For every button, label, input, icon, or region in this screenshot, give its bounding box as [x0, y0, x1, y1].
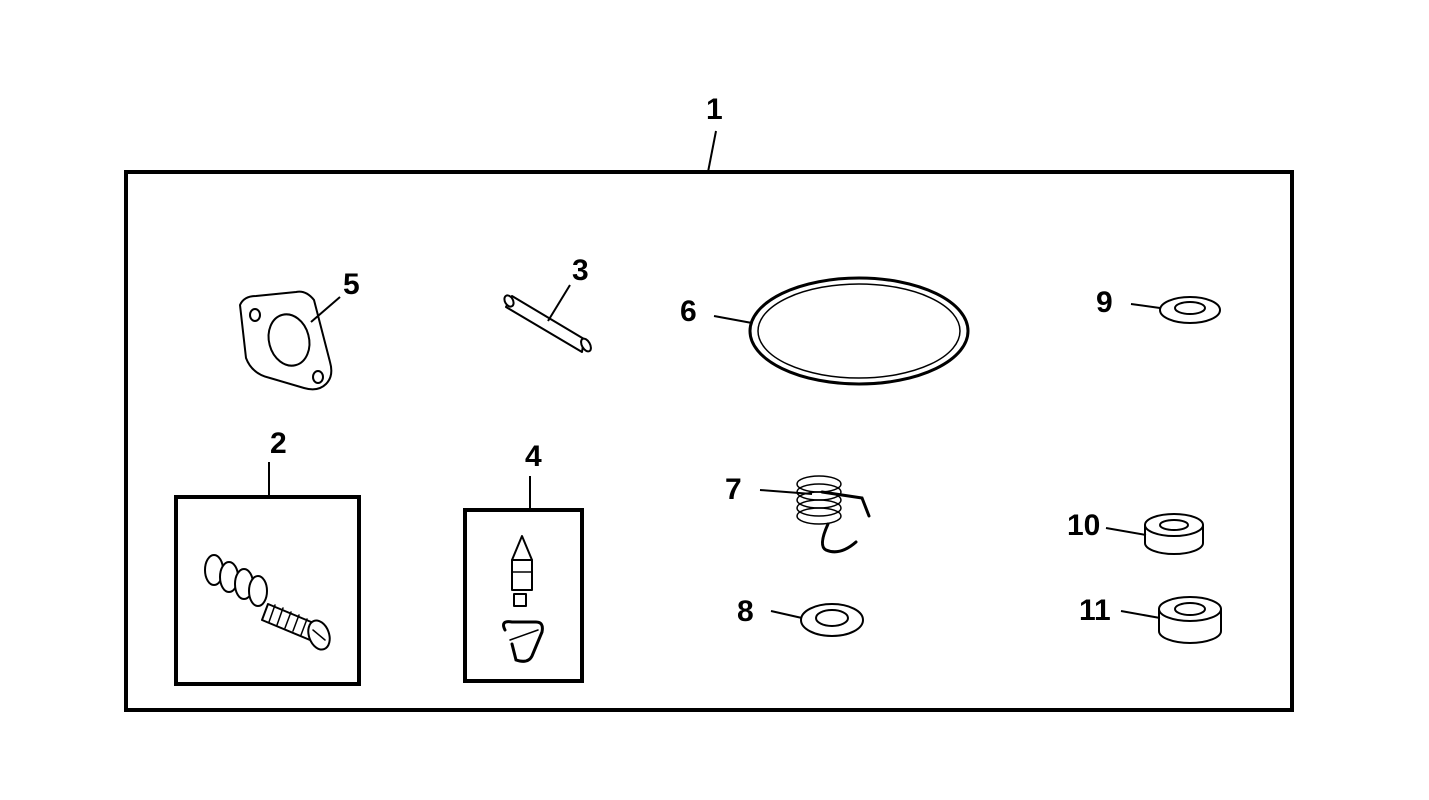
leader-1	[707, 130, 717, 173]
gasket-part	[239, 290, 333, 391]
callout-1: 1	[706, 93, 723, 126]
leader-6	[713, 315, 753, 324]
leader-7	[759, 489, 813, 495]
needle-clip-part	[502, 620, 544, 663]
o-ring-part	[748, 276, 970, 386]
needle-kit-outline	[463, 508, 584, 683]
callout-6: 6	[680, 295, 697, 328]
leader-9	[1130, 303, 1161, 309]
washer-9-part	[1159, 296, 1221, 324]
adjusting-screw-part	[261, 603, 331, 651]
spring-2-part	[204, 554, 268, 607]
washer-8-part	[800, 603, 864, 637]
throttle-spring-part	[796, 475, 871, 554]
leader-10	[1105, 527, 1147, 536]
leader-11	[1120, 610, 1161, 619]
leader-3	[547, 284, 571, 322]
screw-kit-outline	[174, 495, 361, 686]
callout-7: 7	[725, 473, 742, 506]
callout-8: 8	[737, 595, 754, 628]
callout-2: 2	[270, 427, 287, 460]
leader-5	[310, 296, 341, 323]
callout-4: 4	[525, 440, 542, 473]
leader-8	[770, 610, 803, 619]
callout-5: 5	[343, 268, 360, 301]
callout-9: 9	[1096, 286, 1113, 319]
bushing-10-part	[1144, 513, 1204, 555]
callout-3: 3	[572, 254, 589, 287]
pin-part	[503, 294, 592, 353]
callout-10: 10	[1067, 509, 1100, 542]
needle-valve-part	[511, 535, 533, 607]
callout-11: 11	[1079, 594, 1111, 627]
bushing-11-part	[1158, 596, 1222, 644]
